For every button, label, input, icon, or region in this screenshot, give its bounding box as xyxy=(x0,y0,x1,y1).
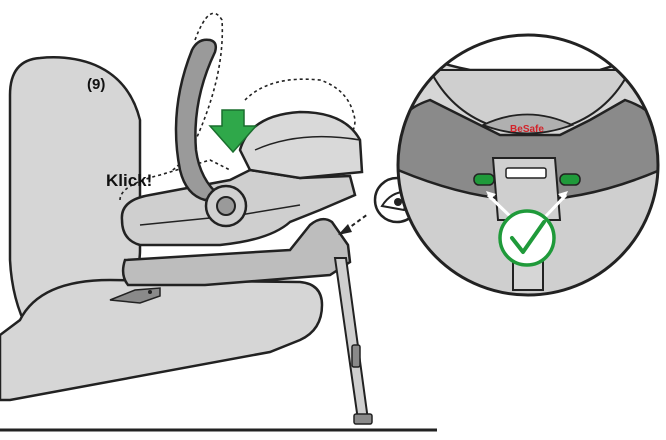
click-label: Klick! xyxy=(106,171,153,190)
support-leg xyxy=(333,257,370,421)
indicator-arrow-right xyxy=(542,193,568,220)
indicator-green-left xyxy=(473,173,495,186)
down-arrow-icon xyxy=(208,109,258,154)
step-number: (9) xyxy=(87,76,106,93)
canopy-seam xyxy=(254,135,361,151)
arrow-icon xyxy=(338,224,352,235)
handle-hub-center xyxy=(216,196,236,216)
ghost-handle-outline xyxy=(169,12,224,173)
detail-connector-slot xyxy=(505,167,547,179)
base-front xyxy=(289,218,349,251)
carrier-canopy xyxy=(238,110,364,180)
support-leg-foot xyxy=(353,413,373,425)
indicator-green-right xyxy=(559,173,581,186)
ghost-shell-outline xyxy=(119,159,231,201)
isofix-connector xyxy=(109,287,161,304)
support-leg-indicator xyxy=(351,344,361,368)
indicator-arrowhead-right xyxy=(558,191,568,200)
indicator-arrow-left xyxy=(486,193,514,220)
checkmark-icon xyxy=(498,209,556,267)
carrier-handle xyxy=(174,38,223,202)
indicator-arrowhead-left xyxy=(486,191,496,200)
ghost-canopy-outline xyxy=(244,78,356,151)
brand-badge-text: BeSafe xyxy=(510,124,544,135)
detail-magnifier xyxy=(396,33,660,297)
pointer-dashes xyxy=(345,213,369,231)
isofix-dot xyxy=(148,290,152,294)
brand-badge: BeSafe xyxy=(480,113,575,135)
vehicle-seat-cushion xyxy=(0,278,324,402)
